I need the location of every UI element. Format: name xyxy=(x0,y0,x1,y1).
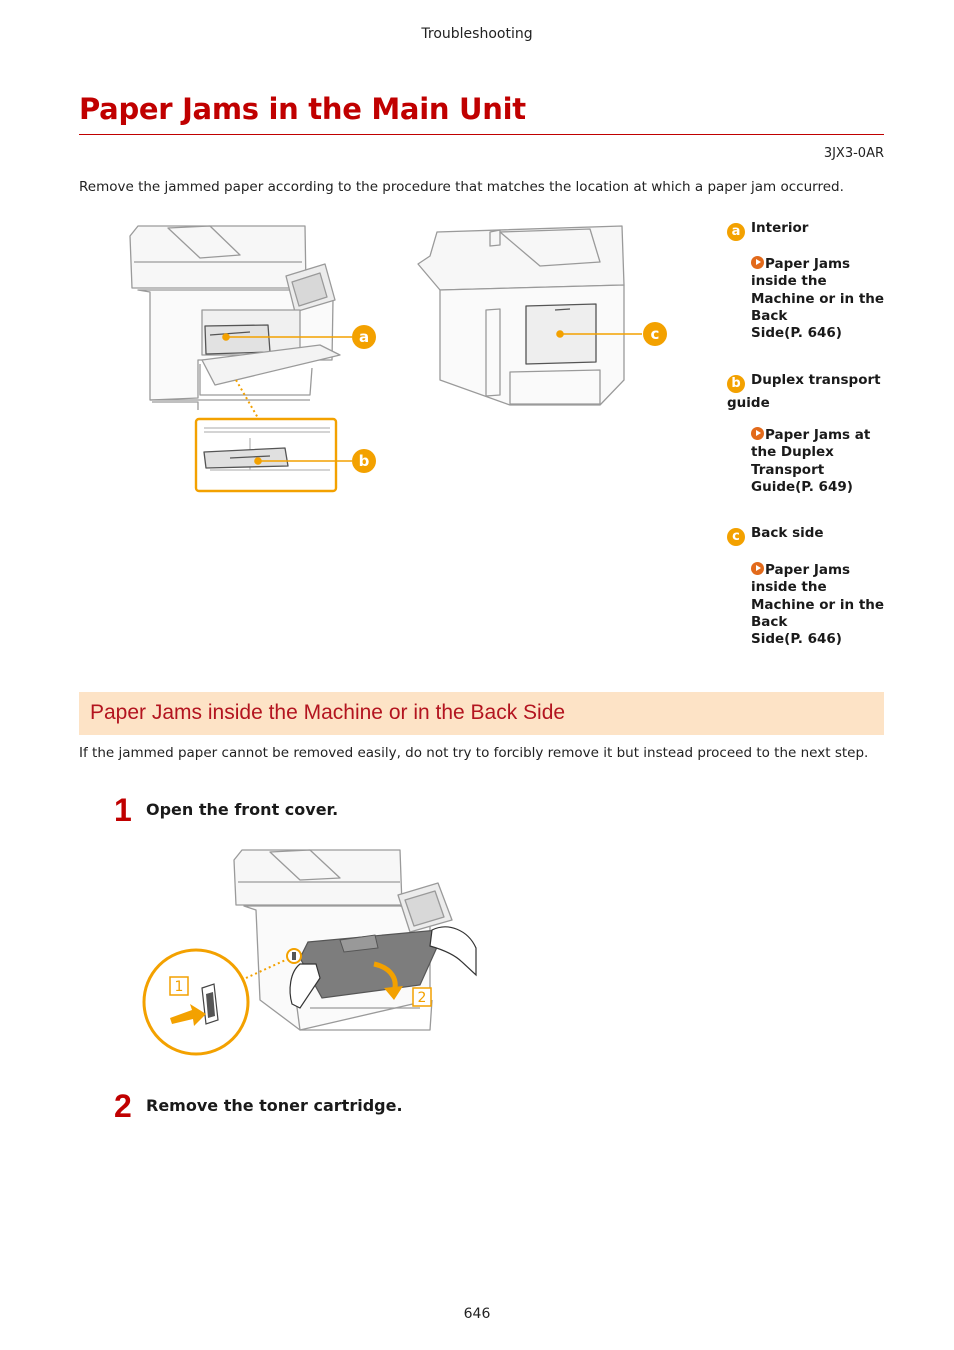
running-head: Troubleshooting xyxy=(421,26,533,42)
document-code: 3JX3-0AR xyxy=(823,146,884,161)
link-arrow-icon xyxy=(751,427,764,440)
legend-link-duplex[interactable]: Paper Jams at the Duplex Transport Guide… xyxy=(751,427,871,495)
section-header-band: Paper Jams inside the Machine or in the … xyxy=(79,692,884,735)
figure-step-label-1: 1 xyxy=(175,979,184,995)
legend-label: Interior xyxy=(751,220,809,236)
legend-item-interior: a Interior xyxy=(727,218,887,241)
badge-c-icon: c xyxy=(727,528,745,546)
page-number: 646 xyxy=(463,1306,491,1322)
section-title: Paper Jams inside the Machine or in the … xyxy=(90,701,566,724)
link-arrow-icon xyxy=(751,256,764,269)
step-2-number: 2 xyxy=(114,1088,132,1124)
page-title: Paper Jams in the Main Unit xyxy=(79,92,526,126)
badge-b-icon: b xyxy=(727,375,745,393)
step-1-number: 1 xyxy=(114,792,132,828)
magnifier-circle xyxy=(142,948,250,1056)
section-intro-text: If the jammed paper cannot be removed ea… xyxy=(79,745,869,761)
callout-a-label: a xyxy=(359,328,369,346)
duplex-guide-inset xyxy=(194,417,338,493)
intro-text: Remove the jammed paper according to the… xyxy=(79,179,844,195)
link-arrow-icon xyxy=(751,562,764,575)
callout-a-icon: a xyxy=(352,325,376,349)
legend-link-back-side[interactable]: Paper Jams inside the Machine or in the … xyxy=(751,562,885,648)
callout-c-label: c xyxy=(651,325,660,343)
callout-b-label: b xyxy=(359,452,370,470)
printer-back-illustration xyxy=(417,225,625,406)
step-1-text: Open the front cover. xyxy=(146,800,339,819)
legend-link-interior[interactable]: Paper Jams inside the Machine or in the … xyxy=(751,256,885,342)
figure-step-label-2: 2 xyxy=(418,990,427,1006)
badge-a-icon: a xyxy=(727,223,745,241)
step-2-text: Remove the toner cartridge. xyxy=(146,1096,403,1115)
callout-b-icon: b xyxy=(352,449,376,473)
printer-front-illustration xyxy=(129,225,341,410)
callout-c-icon: c xyxy=(643,322,667,346)
title-rule xyxy=(79,134,884,135)
